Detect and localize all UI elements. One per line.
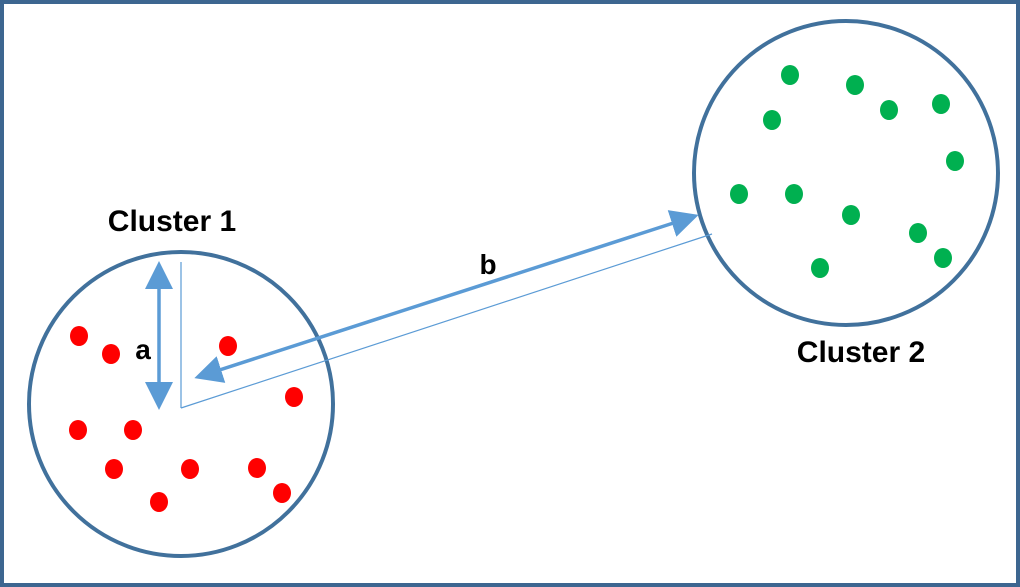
cluster-2-point	[846, 75, 864, 95]
cluster-1-point	[105, 459, 123, 479]
cluster-1-label: Cluster 1	[108, 205, 236, 238]
cluster-2-label: Cluster 2	[797, 336, 925, 369]
cluster-1-points	[69, 326, 303, 512]
cluster-2-points	[730, 65, 964, 278]
cluster-2-point	[811, 258, 829, 278]
cluster-2-point	[909, 223, 927, 243]
distance-a-label: a	[135, 334, 151, 365]
cluster-2-point	[932, 94, 950, 114]
distance-b-label: b	[479, 249, 496, 280]
cluster-1-point	[70, 326, 88, 346]
cluster-1-point	[181, 459, 199, 479]
cluster-1-circle	[27, 250, 335, 558]
cluster-2-point	[781, 65, 799, 85]
cluster-2-point	[934, 248, 952, 268]
cluster-1-point	[273, 483, 291, 503]
cluster-2-circle	[692, 19, 1000, 327]
centroid-to-cluster-2-guide	[180, 233, 713, 409]
cluster-1-point	[124, 420, 142, 440]
cluster-2-point	[880, 100, 898, 120]
cluster-2-point	[785, 184, 803, 204]
arrow-b	[194, 210, 699, 383]
cluster-1-point	[248, 458, 266, 478]
cluster-2-point	[730, 184, 748, 204]
cluster-1-point	[102, 344, 120, 364]
cluster-1-point	[150, 492, 168, 512]
cluster-1-point	[69, 420, 87, 440]
cluster-1-point	[219, 336, 237, 356]
cluster-2-point	[946, 151, 964, 171]
cluster-distance-diagram: Cluster 1 Cluster 2 a b	[27, 19, 1000, 558]
cluster-2-point	[763, 110, 781, 130]
cluster-2-point	[842, 205, 860, 225]
cluster-1-point	[285, 387, 303, 407]
